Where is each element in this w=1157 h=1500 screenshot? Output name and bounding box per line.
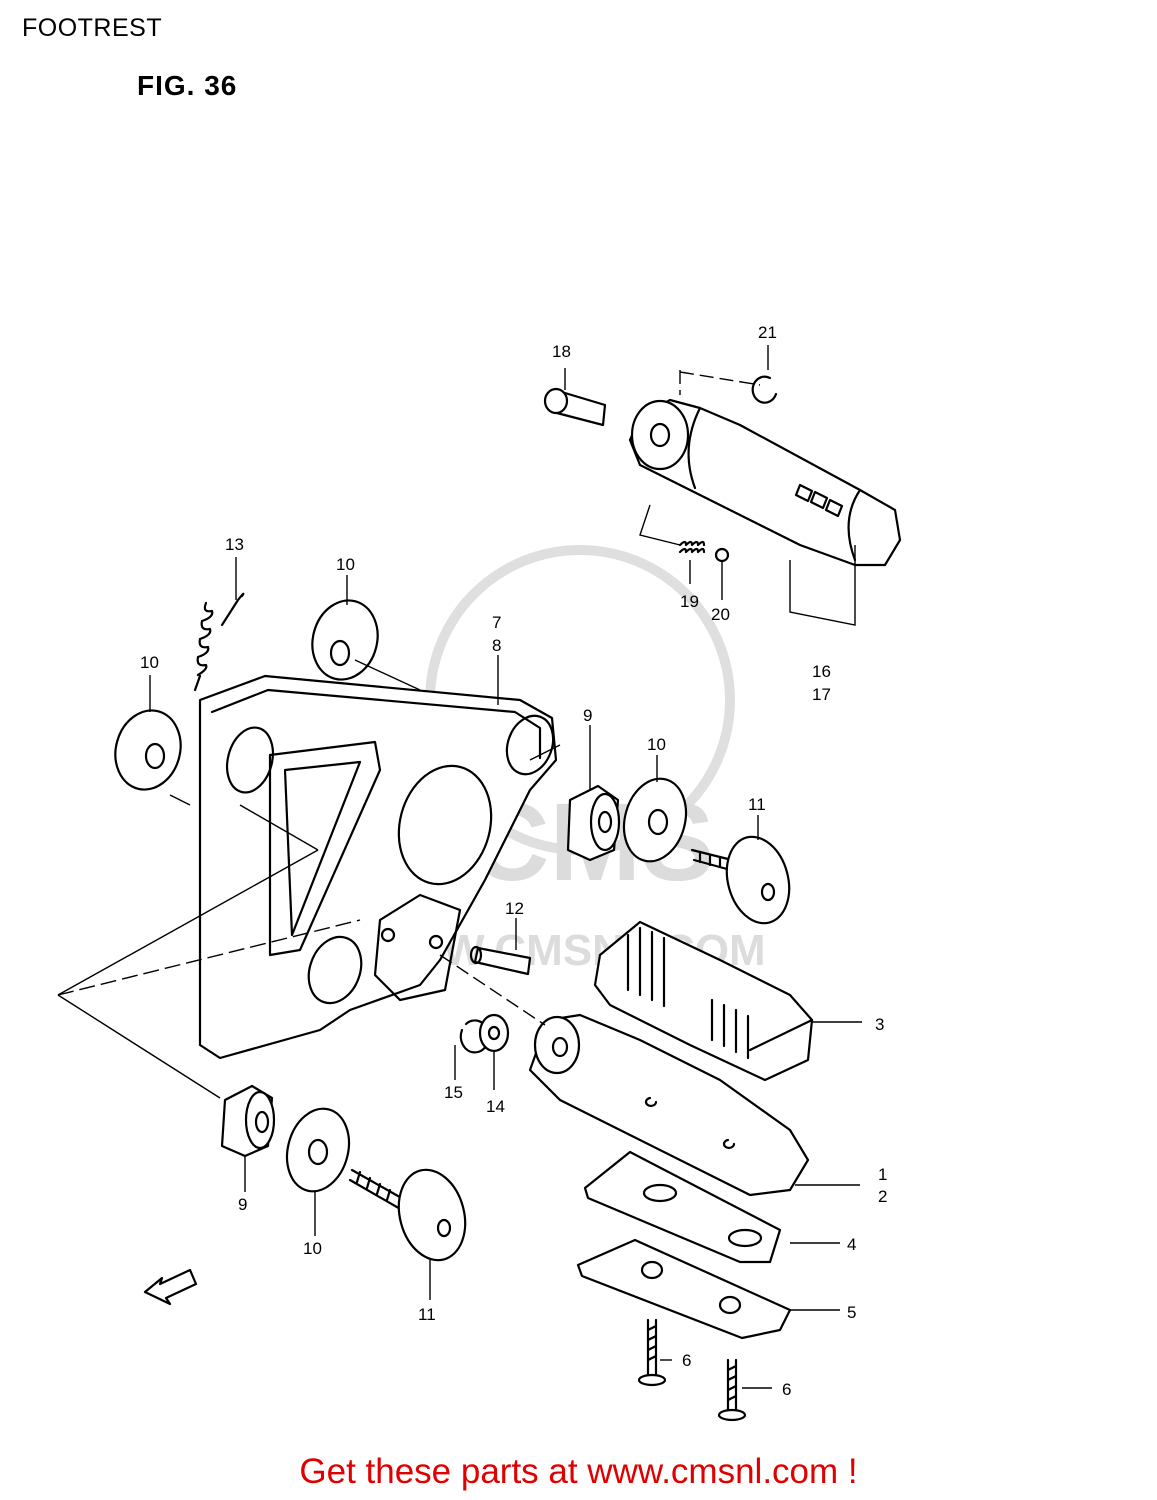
screw	[637, 1318, 667, 1387]
washer	[311, 599, 379, 681]
footrest	[528, 1013, 810, 1197]
bushing	[220, 1084, 276, 1158]
callout-8: 8	[492, 636, 501, 655]
bracket-plate	[198, 674, 558, 1060]
footrest-rubber	[593, 920, 814, 1082]
callout-1: 1	[878, 1165, 887, 1184]
screw	[717, 1358, 747, 1422]
callout-13: 13	[225, 535, 244, 554]
callout-12: 12	[505, 899, 524, 918]
callout-2: 2	[878, 1187, 887, 1206]
callout-11: 11	[748, 795, 766, 814]
callout-9: 9	[238, 1195, 247, 1214]
pin	[543, 387, 607, 427]
bolt	[690, 835, 791, 925]
callout-18: 18	[552, 342, 571, 361]
callout-7: 7	[492, 613, 501, 632]
cmsnl-link[interactable]: Get these parts at www.cmsnl.com !	[299, 1452, 858, 1491]
callout-19: 19	[680, 592, 699, 611]
callout-21: 21	[758, 323, 777, 342]
callout-3: 3	[875, 1015, 884, 1034]
leader-lines	[57, 345, 862, 1389]
detent-ball	[714, 547, 730, 563]
figure-label: FIG. 36	[137, 70, 238, 101]
fwd-arrow-icon	[143, 1268, 198, 1306]
callout-10: 10	[336, 555, 355, 574]
callout-6: 6	[782, 1380, 791, 1399]
page-title: FOOTREST	[22, 14, 163, 42]
callout-16: 16	[812, 662, 831, 681]
plate	[583, 1150, 782, 1264]
footpeg	[628, 398, 902, 567]
footer-promo: Get these parts at www.cmsnl.com !	[0, 1452, 1157, 1492]
callout-15: 15	[444, 1083, 463, 1102]
callout-10: 10	[647, 735, 666, 754]
detent-spring	[678, 540, 706, 554]
cover-plate	[576, 1238, 792, 1340]
pin	[469, 945, 532, 976]
washer	[285, 1107, 351, 1193]
small-washer	[478, 1013, 510, 1053]
washer	[622, 777, 688, 863]
washer	[114, 709, 182, 791]
callout-5: 5	[847, 1303, 856, 1322]
callout-labels: 1 2 3 4 5 6 6 7 8 9 9 10 10 10 10 11 11 …	[140, 323, 887, 1399]
bolt	[348, 1168, 467, 1262]
callout-17: 17	[812, 685, 831, 704]
callout-9: 9	[583, 706, 592, 725]
callout-10: 10	[140, 653, 159, 672]
callout-6: 6	[682, 1351, 691, 1370]
callout-11: 11	[418, 1305, 436, 1324]
callout-10: 10	[303, 1239, 322, 1258]
bushing	[566, 784, 621, 862]
spring	[193, 592, 245, 692]
callout-14: 14	[486, 1097, 505, 1116]
e-clip	[751, 375, 778, 404]
callout-4: 4	[847, 1235, 856, 1254]
callout-20: 20	[711, 605, 730, 624]
parts-diagram: CMS WWW.CMSNL.COM	[57, 323, 902, 1422]
